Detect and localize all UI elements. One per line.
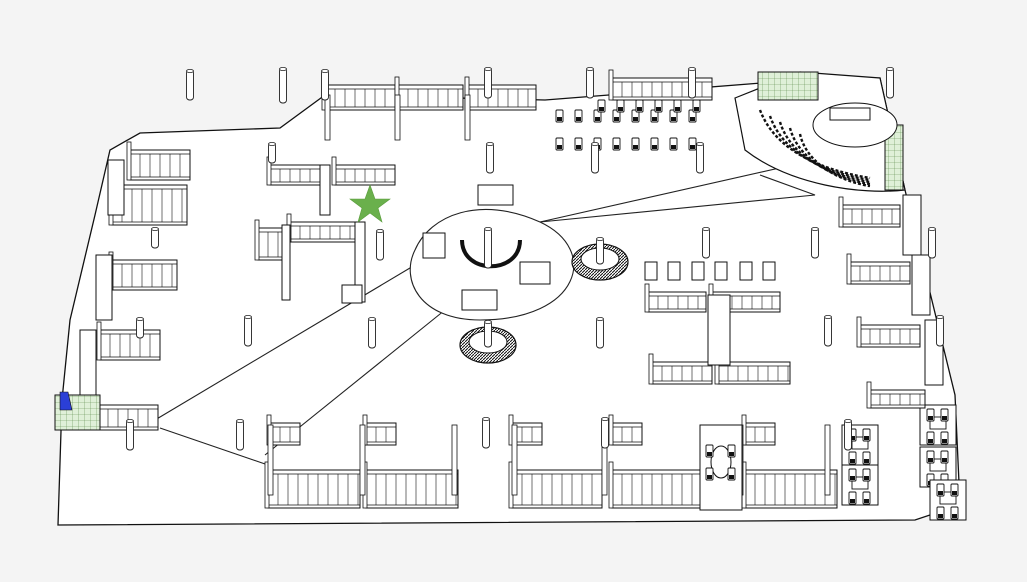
meeting-pods bbox=[841, 404, 967, 521]
star-marker-icon bbox=[349, 184, 391, 223]
right-office-column bbox=[838, 194, 944, 409]
workstation-cluster-right bbox=[644, 261, 791, 385]
planter-rings bbox=[459, 236, 629, 364]
structural-columns bbox=[126, 67, 944, 451]
bottom-office-row bbox=[264, 414, 838, 511]
top-office-row bbox=[321, 69, 713, 141]
training-chairs bbox=[555, 99, 701, 151]
central-lounge bbox=[422, 184, 551, 311]
left-office-column bbox=[54, 141, 191, 431]
workstation-cluster-left bbox=[254, 156, 396, 304]
auditorium bbox=[734, 71, 906, 192]
entrance-icon bbox=[59, 391, 73, 411]
